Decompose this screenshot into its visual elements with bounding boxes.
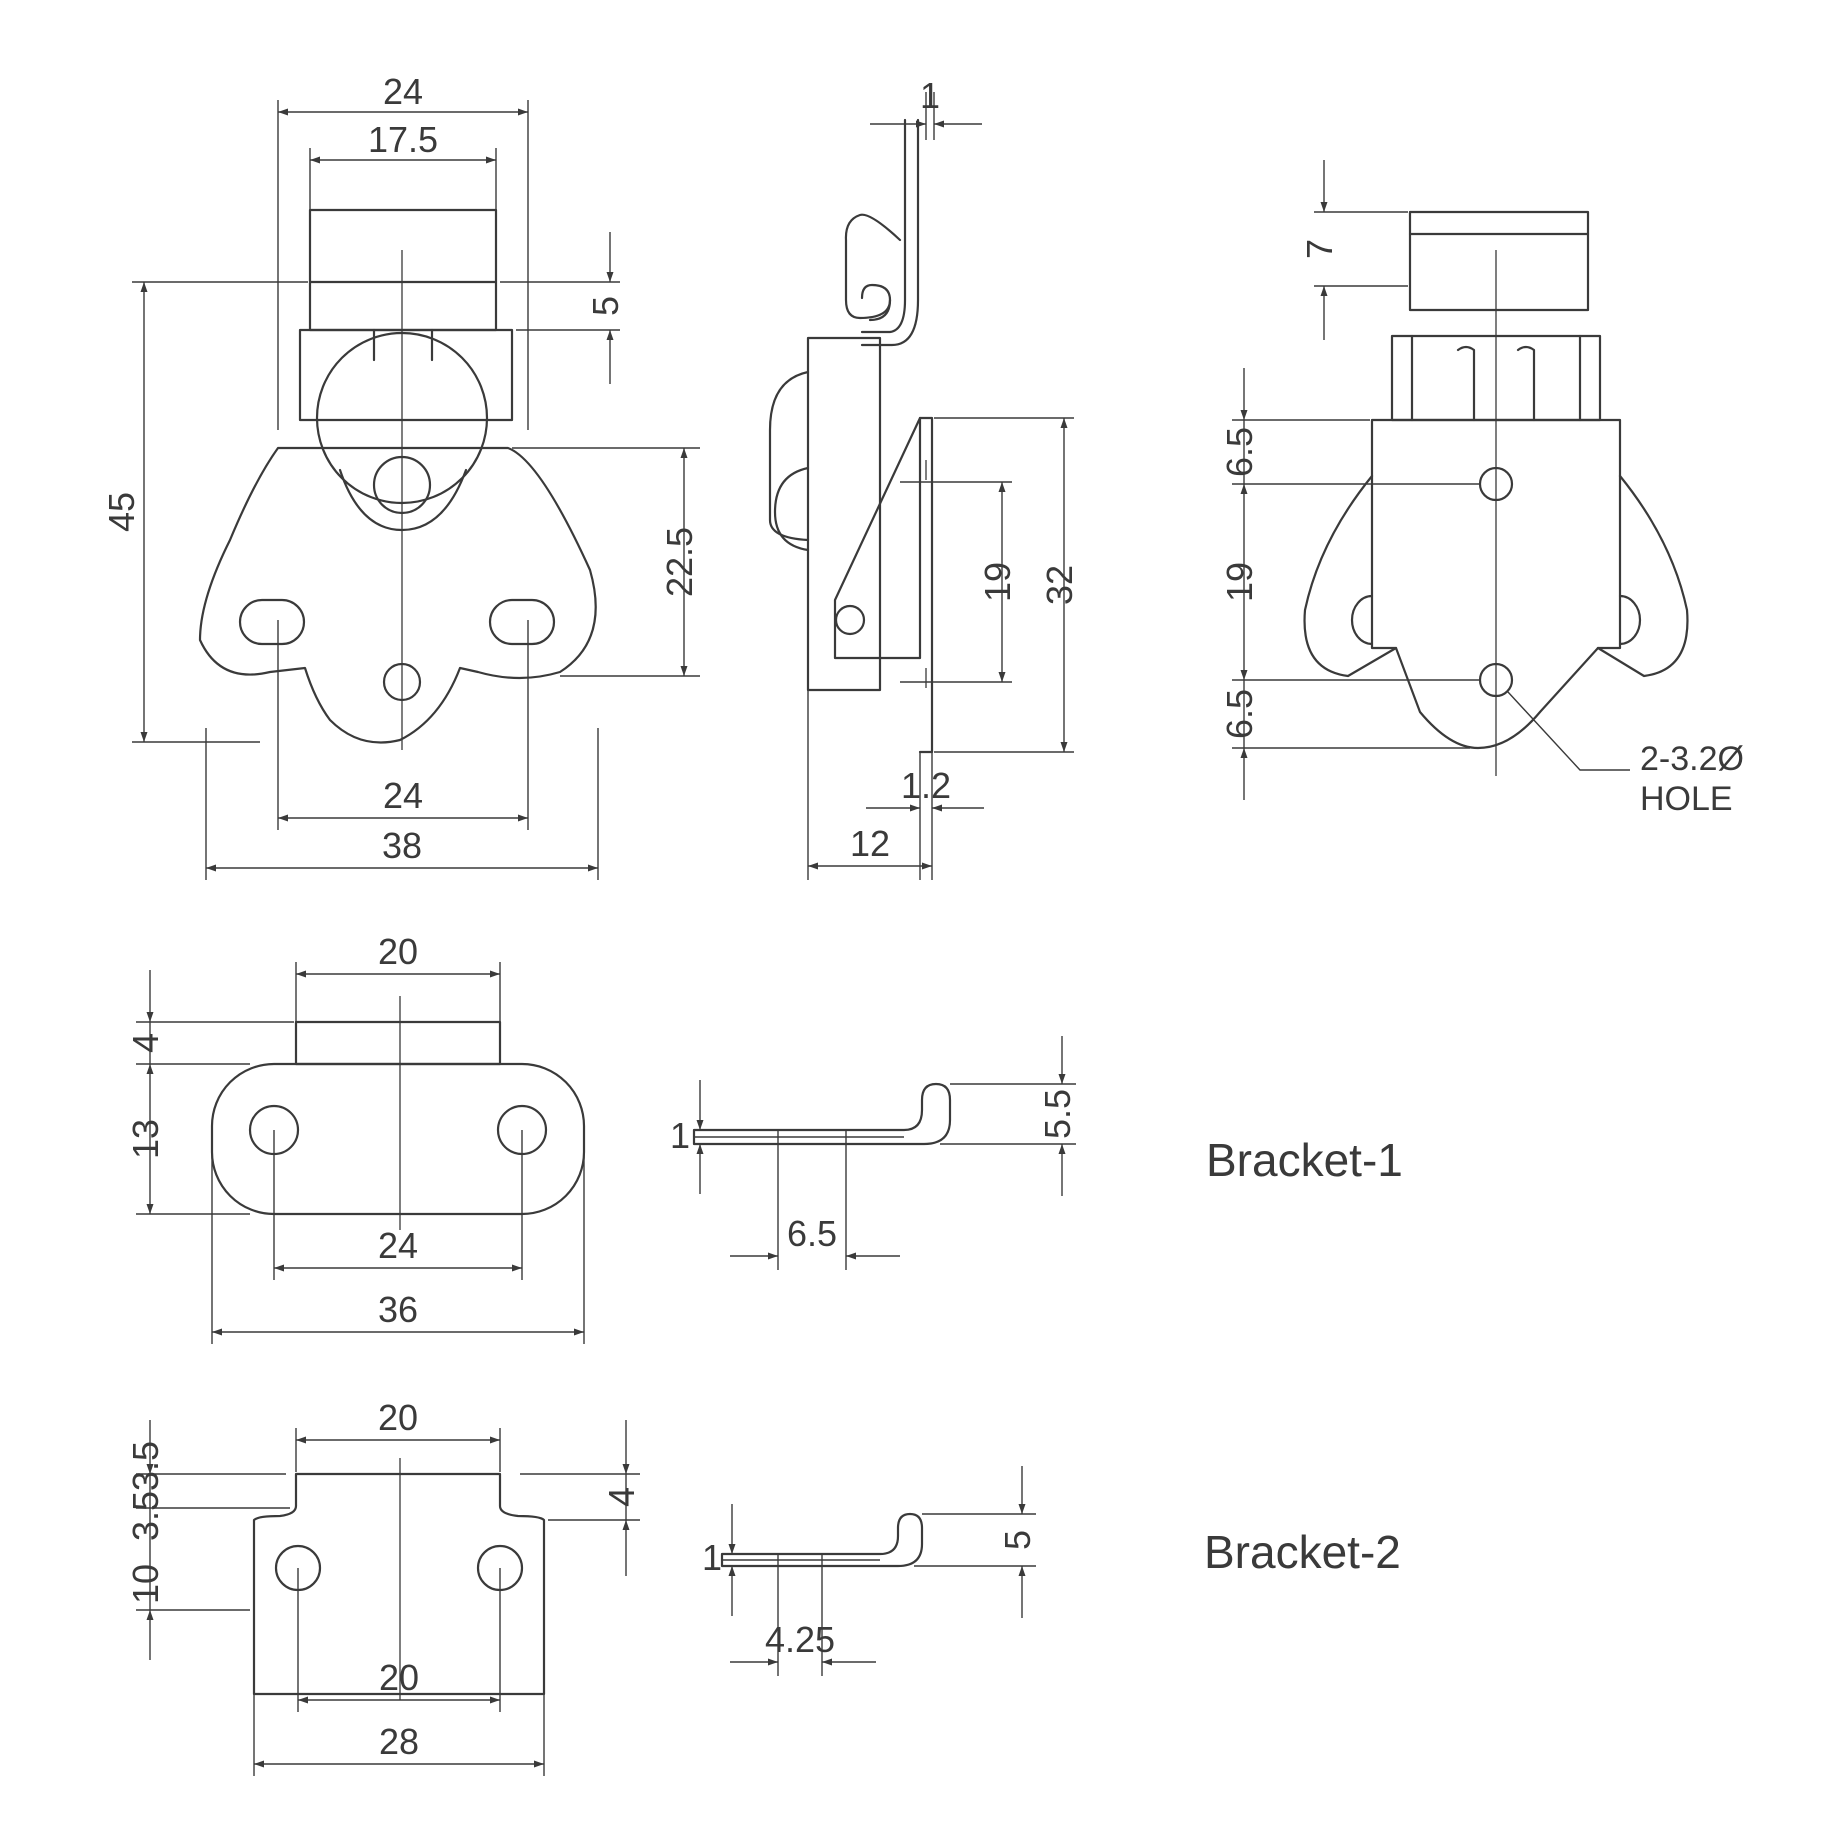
dim-b2-right-height: 4	[601, 1487, 642, 1507]
rear-hinge-edges	[1410, 334, 1582, 422]
dim-top-width: 24	[383, 71, 423, 112]
bracket1-side-dimensions: 1 5.5 6.5	[670, 1036, 1078, 1270]
bracket1-side	[692, 1082, 952, 1146]
rear-main-plate	[1370, 418, 1622, 750]
hinge-block	[298, 328, 514, 422]
dim-plate-thickness: 1.2	[901, 765, 951, 806]
dim-b1-hook-height: 5.5	[1037, 1089, 1078, 1139]
bracket1-front	[210, 996, 586, 1230]
bracket1-body	[210, 1062, 586, 1216]
dim-b1-tab-width: 20	[378, 931, 418, 972]
rear-dimensions: 7 6.5 19 6.5 2-3.2Ø HOLE	[1219, 160, 1744, 818]
bracket2-side-dimensions: 1 5 4.25	[702, 1466, 1038, 1676]
lever-profile	[768, 370, 810, 542]
dim-hole-height: 22.5	[659, 527, 700, 597]
dim-hook-height: 5	[585, 296, 626, 316]
base-plate	[198, 446, 597, 744]
dim-hole-spacing: 24	[383, 775, 423, 816]
bracket1-profile	[692, 1082, 952, 1146]
hook-outline	[308, 208, 498, 332]
dim-b1-thickness: 1	[670, 1115, 690, 1156]
side-hole	[834, 604, 866, 636]
mounting-hole-right	[488, 598, 556, 646]
front-view	[198, 208, 597, 750]
dim-overall-height: 45	[101, 492, 142, 532]
dim-overall-width: 38	[382, 825, 422, 866]
dim-b2-overall-width: 28	[379, 1721, 419, 1762]
rear-wing-right	[1596, 474, 1689, 678]
rear-wing-left	[1303, 474, 1398, 678]
dim-top-height: 7	[1299, 239, 1340, 259]
rear-view	[1303, 210, 1689, 776]
rear-hinge-slots	[1456, 345, 1536, 422]
wire-loop-upper	[844, 213, 902, 320]
dim-wire: 1	[920, 75, 940, 116]
bracket2-profile	[720, 1512, 924, 1568]
dim-plate-height: 32	[1039, 565, 1080, 605]
dim-rear-hole-pitch: 19	[1219, 562, 1260, 602]
rear-hook	[1408, 210, 1590, 312]
dim-b2-body-height: 10	[125, 1564, 166, 1604]
bracket1-label: Bracket-1	[1206, 1134, 1403, 1186]
rear-wing-hole-left	[1350, 594, 1374, 646]
hole-note-line1: 2-3.2Ø	[1640, 740, 1744, 778]
dim-b2-tab-width: 20	[378, 1397, 418, 1438]
dim-b1-tab-height: 4	[125, 1033, 166, 1053]
dim-offset-top: 6.5	[1219, 427, 1260, 477]
back-plate	[806, 336, 882, 692]
side-view	[768, 118, 934, 754]
wire-spine-inner	[860, 118, 920, 347]
dim-b2-hole-spacing: 20	[379, 1657, 419, 1698]
dim-offset-bottom: 6.5	[1219, 689, 1260, 739]
hole-note-line2: HOLE	[1640, 780, 1733, 818]
dim-b2-thickness: 1	[702, 1537, 722, 1578]
dim-b2-tab-h1: 3.5	[125, 1441, 166, 1491]
dim-hole-pitch: 19	[977, 562, 1018, 602]
front-dimensions: 24 17.5 5 45 22.5 24 38	[101, 71, 700, 880]
dim-b1-hole-spacing: 24	[378, 1225, 418, 1266]
bracket1-dimensions: 20 4 13 24 36	[125, 931, 585, 1344]
dim-b1-body-height: 13	[125, 1119, 166, 1159]
wire-spine	[860, 118, 907, 334]
dim-b2-hook-height: 5	[997, 1530, 1038, 1550]
dim-b1-hook-offset: 6.5	[787, 1213, 837, 1254]
bracket2-side	[720, 1512, 924, 1568]
lever-ring-inner	[338, 468, 468, 532]
dim-b2-tab-h2: 3.5	[125, 1491, 166, 1541]
angled-bracket	[833, 416, 922, 660]
bracket1-tab	[294, 1020, 502, 1066]
dim-inner-width: 17.5	[368, 119, 438, 160]
mounting-hole-left	[238, 598, 306, 646]
dim-depth: 12	[850, 823, 890, 864]
hole-leader	[1507, 691, 1630, 771]
dim-b1-overall-width: 36	[378, 1289, 418, 1330]
rivet-profile	[773, 466, 810, 552]
rear-wing-hole-right	[1618, 594, 1642, 646]
side-plate	[918, 416, 934, 754]
side-dimensions: 1 19 32 1.2 12	[807, 75, 1080, 880]
dim-b2-hook-offset: 4.25	[765, 1619, 835, 1660]
wire-loop-lower	[860, 283, 892, 322]
bracket2-dimensions: 20 3.5 3.5 10 4 20 28	[125, 1397, 642, 1776]
bracket2-label: Bracket-2	[1204, 1526, 1401, 1578]
